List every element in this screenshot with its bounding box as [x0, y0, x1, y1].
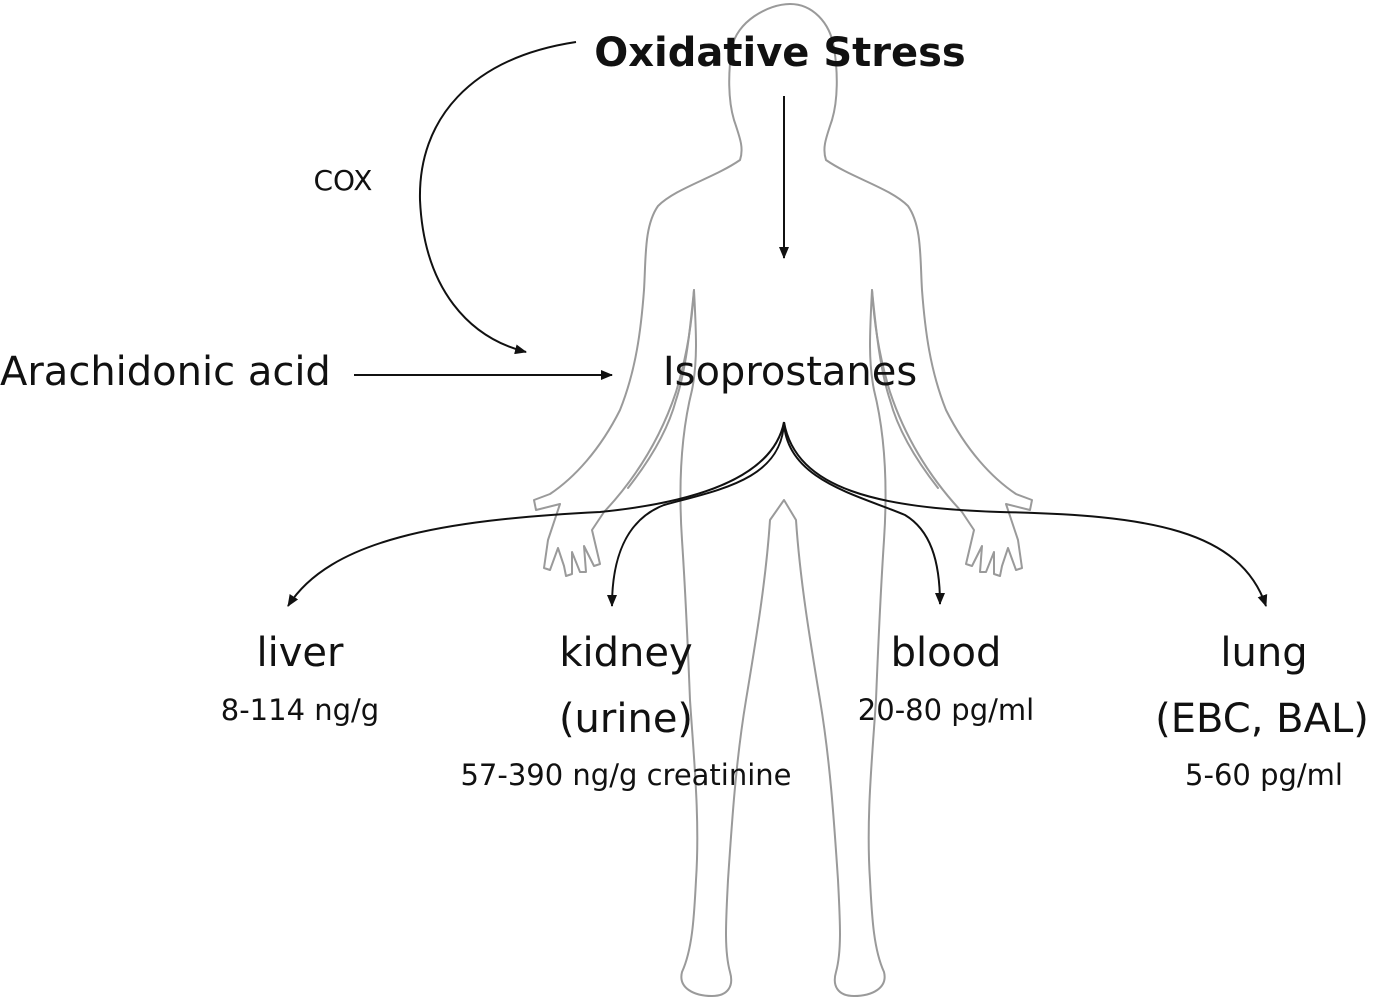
compartment-range: 5-60 pg/ml — [1185, 758, 1343, 792]
right-inner-arm-line — [871, 289, 939, 489]
compartment-range: 57-390 ng/g creatinine — [460, 758, 791, 792]
compartment-blood: blood 20-80 pg/ml — [858, 630, 1034, 727]
compartment-name: lung — [1220, 630, 1307, 676]
compartment-kidney: kidney (urine) 57-390 ng/g creatinine — [460, 630, 791, 792]
compartment-sub: (urine) — [559, 696, 693, 742]
arrow-to-kidney — [607, 421, 785, 607]
arrow-cox-curve — [418, 41, 577, 355]
arrow-to-liver — [287, 421, 785, 607]
human-body-outline — [533, 3, 1033, 997]
arrow-to-blood — [783, 421, 945, 605]
product-label: Isoprostanes — [663, 349, 917, 395]
compartment-lung: lung (EBC, BAL) 5-60 pg/ml — [1155, 630, 1369, 792]
compartment-sub: (EBC, BAL) — [1155, 696, 1369, 742]
left-inner-arm-line — [627, 289, 695, 489]
compartment-name: liver — [257, 630, 345, 676]
pathway-arrows — [287, 41, 1268, 607]
compartment-name: blood — [891, 630, 1002, 676]
compartment-name: kidney — [559, 630, 692, 676]
arrow-to-lung — [783, 421, 1268, 607]
diagram-title: Oxidative Stress — [594, 30, 966, 76]
enzyme-label: COX — [314, 164, 373, 197]
compartment-liver: liver 8-114 ng/g — [221, 630, 379, 727]
compartment-range: 8-114 ng/g — [221, 693, 379, 727]
body-silhouette — [533, 3, 1033, 997]
compartment-range: 20-80 pg/ml — [858, 693, 1034, 727]
substrate-label: Arachidonic acid — [0, 349, 331, 395]
